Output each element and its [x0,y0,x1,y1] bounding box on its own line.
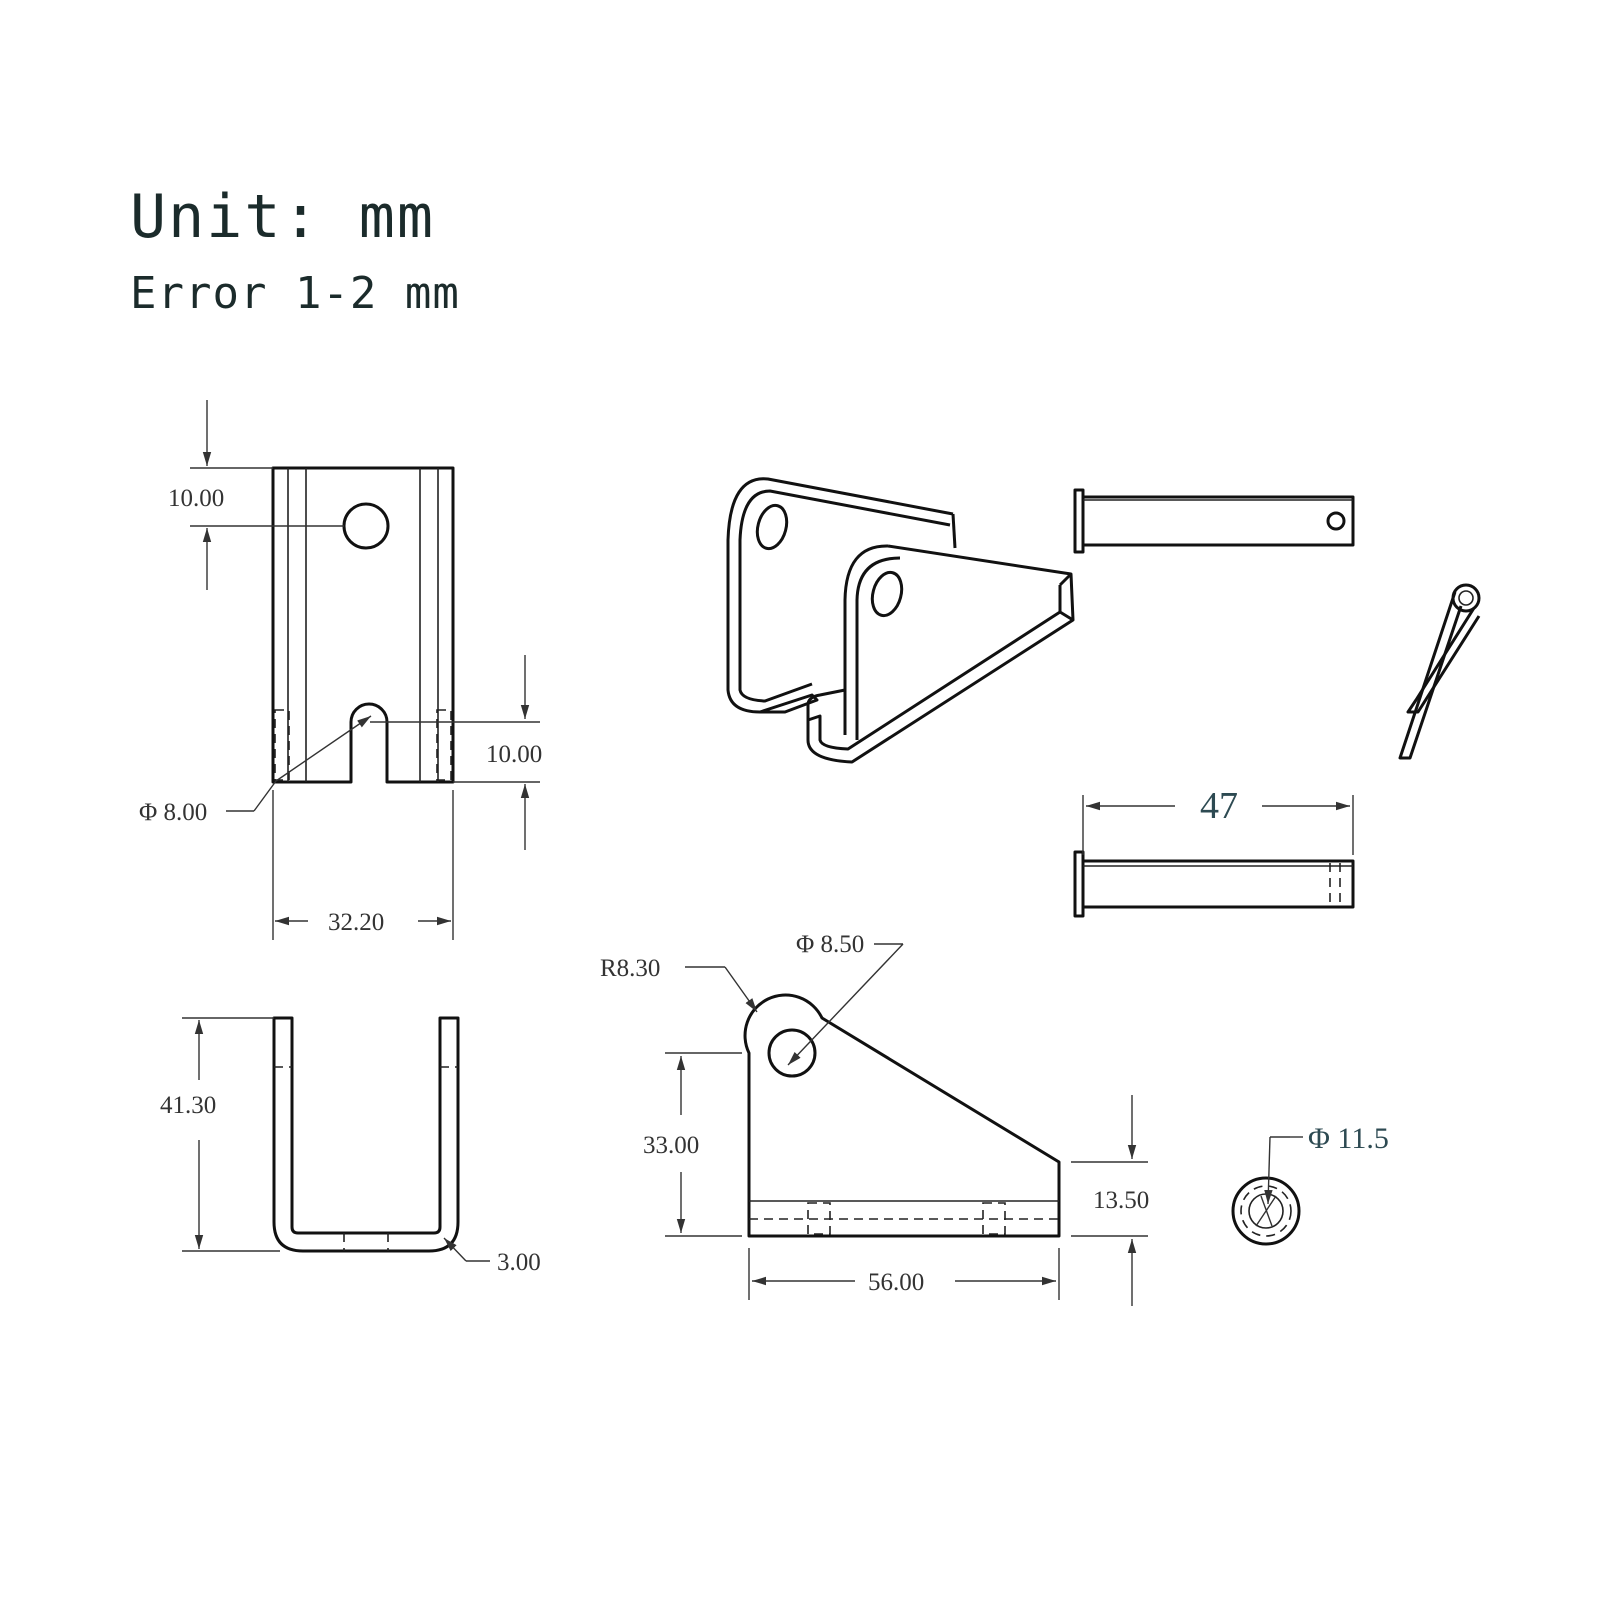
bracket-isometric-view [726,477,1075,764]
head-diameter-label: Φ 11.5 [1308,1122,1389,1155]
u-view: 41.30 3.00 [160,1016,541,1276]
error-tolerance-note: Error 1-2 mm [130,268,460,319]
radius-label: R8.30 [600,955,660,982]
unit-title: Unit: mm [130,182,435,252]
base-height-label: 13.50 [1093,1187,1149,1214]
hole-height-label: 33.00 [643,1132,699,1159]
slot-depth-label: 10.00 [486,741,542,768]
side-view: R8.30 Φ 8.50 33.00 13.50 56.00 [600,931,1149,1306]
hole-offset-label: 10.00 [168,485,224,512]
pin-end-view: Φ 11.5 [1231,1122,1389,1246]
cotter-pin [1398,583,1481,760]
length-label: 56.00 [868,1269,924,1296]
thickness-label: 3.00 [497,1249,541,1276]
pin-top-view [1073,488,1355,554]
u-height-label: 41.30 [160,1092,216,1119]
hole-diameter-label: Φ 8.50 [796,931,864,958]
slot-diameter-label: Φ 8.00 [139,799,207,826]
pin-length-label: 47 [1200,785,1238,827]
pin-side-view: 47 [1073,785,1355,918]
width-label: 32.20 [328,909,384,936]
front-view: 10.00 10.00 Φ 8.00 32.20 [139,400,542,940]
